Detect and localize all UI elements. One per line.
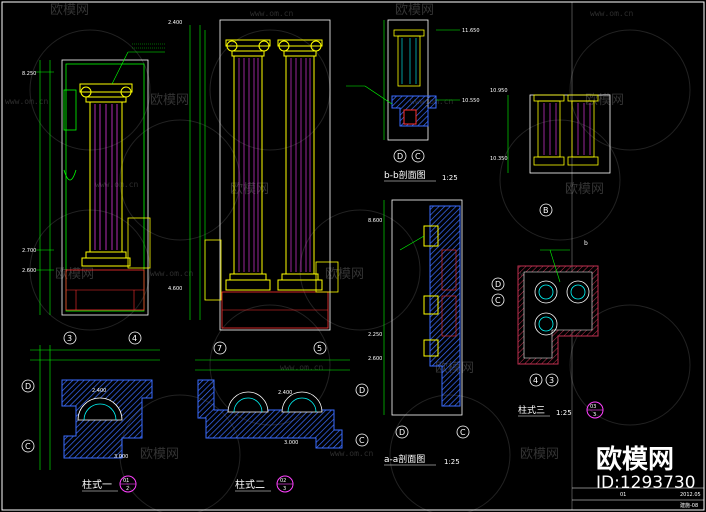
axis-bubble: [491, 277, 505, 291]
axis-bubble: [63, 331, 77, 345]
axis-label: C: [359, 436, 365, 445]
watermark-text: 欧模网: [520, 447, 559, 462]
title-block: 2012.05 建施-08 01: [572, 487, 704, 509]
axis-bubble: [313, 341, 327, 355]
axis-label: C: [415, 152, 421, 161]
axis-bubble: [456, 425, 470, 439]
title-block-number: 01: [620, 492, 626, 498]
watermark-text: 欧模网: [585, 93, 624, 108]
watermark-text: 欧模网: [140, 447, 179, 462]
column-elevation-2: 2.400 4.600: [168, 19, 339, 331]
axis-label: 3: [549, 376, 554, 385]
axis-label: C: [460, 428, 466, 437]
brand-overlay: 欧模网 ID:1293730: [596, 444, 696, 493]
section-scale: 1:25: [556, 409, 572, 417]
axis-bubble: [213, 341, 227, 355]
bubble-label: 2: [126, 486, 129, 492]
bubble-label: 03: [590, 404, 596, 410]
axis-bubble: [411, 149, 425, 163]
title-block-sheet: 建施-08: [680, 502, 698, 509]
section-title: 柱式二: [235, 478, 265, 491]
small-column-elevation: 10.950 10.350 B: [490, 88, 611, 217]
axis-label: 7: [217, 344, 222, 353]
axis-label: b: [584, 240, 588, 247]
column-plan-1: 2.400 3.000 3 4 D C 柱式一 01 2: [21, 331, 160, 493]
watermark-text: 欧模网: [395, 3, 434, 18]
axis-label: D: [399, 428, 405, 437]
dimension-label: 2.700: [22, 248, 36, 254]
axis-label: 5: [317, 344, 322, 353]
dimension-label: 3.000: [114, 454, 128, 460]
axis-bubble: [355, 383, 369, 397]
axis-label: 4: [533, 376, 538, 385]
dimension-label: 3.000: [284, 440, 298, 446]
axis-bubble: [545, 373, 559, 387]
watermark-text: 欧模网: [230, 182, 269, 197]
axis-label: D: [397, 152, 403, 161]
section-title: 柱式三: [518, 404, 545, 416]
watermark-text: 欧模网: [50, 3, 89, 18]
axis-bubble: [529, 373, 543, 387]
axis-label: C: [25, 442, 31, 451]
axis-bubble: [21, 439, 35, 453]
axis-bubble: [395, 425, 409, 439]
dimension-label: 2.600: [22, 268, 36, 274]
axis-label: B: [543, 206, 549, 215]
bubble-label: 01: [123, 478, 129, 484]
section-aa: 8.600 2.250 2.600 D C a-a剖面图 1:25: [368, 199, 470, 466]
dimension-label: 10.550: [462, 98, 480, 104]
bubble-label: 02: [280, 478, 286, 484]
axis-bubble: [393, 149, 407, 163]
title-block-date: 2012.05: [680, 492, 701, 498]
section-bb: 11.650 10.550 D C b-b剖面图 1:25: [346, 19, 480, 182]
dimension-label: 2.400: [92, 388, 106, 394]
section-scale: 1:25: [444, 458, 460, 466]
dimension-label: 10.350: [490, 156, 508, 162]
axis-bubble: [21, 379, 35, 393]
axis-label: D: [495, 280, 501, 289]
brand-id: ID:1293730: [596, 473, 696, 493]
dimension-label: 2.400: [168, 20, 182, 26]
axis-label: D: [359, 386, 365, 395]
watermark-text: 欧模网: [150, 93, 189, 108]
axis-bubble: [128, 331, 142, 345]
section-title: 柱式一: [82, 478, 112, 491]
bubble-label: 3: [283, 486, 286, 492]
watermark-text: 欧模网: [55, 267, 94, 282]
axis-bubble: [539, 203, 553, 217]
watermark-site: www.om.cn: [590, 9, 634, 18]
axis-bubble: [491, 293, 505, 307]
watermark-site: www.om.cn: [250, 9, 294, 18]
dimension-label: 2.600: [368, 356, 382, 362]
watermark-site: www.om.cn: [150, 269, 194, 278]
axis-label: 4: [132, 334, 137, 343]
watermark-site: www.om.cn: [5, 97, 49, 106]
section-scale: 1:25: [442, 174, 458, 182]
dimension-label: 2.250: [368, 332, 382, 338]
watermark-text: 欧模网: [325, 267, 364, 282]
column-plan-3: D C 4 3 b 柱式三 1:25 03 3: [491, 240, 604, 419]
dimension-label: 8.600: [368, 218, 382, 224]
watermark-site: www.om.cn: [280, 363, 324, 372]
brand-logo: 欧模网: [596, 444, 674, 475]
dimension-label: 8.250: [22, 71, 36, 77]
dimension-label: 2.400: [278, 390, 292, 396]
axis-bubble: [355, 433, 369, 447]
dimension-label: 11.650: [462, 28, 480, 34]
dimension-label: 10.950: [490, 88, 508, 94]
section-title: a-a剖面图: [384, 453, 425, 465]
section-title: b-b剖面图: [384, 169, 426, 181]
bubble-label: 3: [593, 412, 596, 418]
axis-label: D: [25, 382, 31, 391]
dimension-label: 4.600: [168, 286, 182, 292]
column-plan-2: 2.400 3.000 7 5 D C 柱式二 02 3: [195, 341, 369, 493]
watermark-text: 欧模网: [565, 182, 604, 197]
axis-label: C: [495, 296, 501, 305]
axis-label: 3: [67, 334, 72, 343]
watermark-site: www.om.cn: [330, 449, 374, 458]
